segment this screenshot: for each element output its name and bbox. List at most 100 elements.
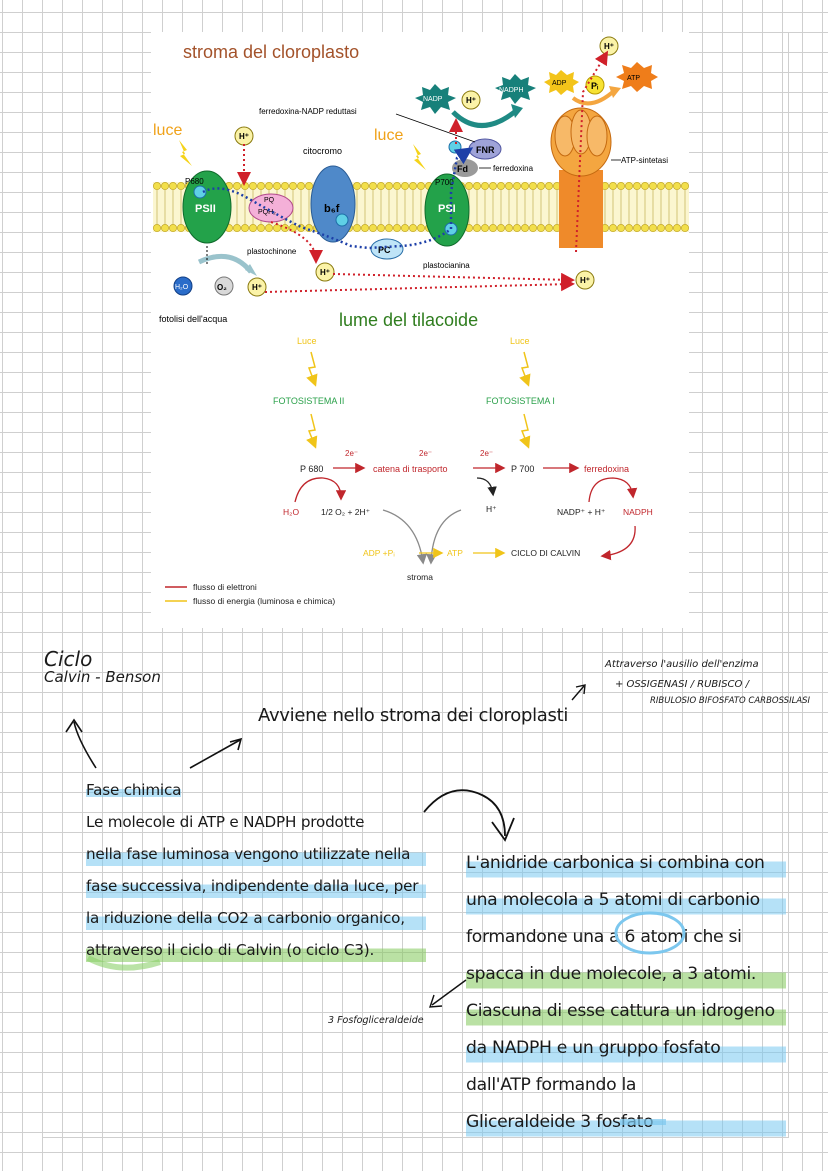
proton-icon xyxy=(599,36,619,56)
light-phase-diagram: stroma del cloroplasto lume del tilacoid… xyxy=(153,36,689,606)
lipid-head xyxy=(513,224,521,232)
title-line-1: Ciclo xyxy=(44,647,93,671)
ferredoxina-label: ferredoxina xyxy=(493,164,534,173)
lipid-head xyxy=(497,224,505,232)
lipid-head xyxy=(465,182,473,190)
lipid-head xyxy=(401,224,409,232)
lipid-head xyxy=(681,224,689,232)
nadp-reduction-arrow xyxy=(451,108,519,128)
lipid-head xyxy=(625,224,633,232)
note-title: Ciclo Calvin - Benson xyxy=(44,647,161,686)
b6f-label: b₆f xyxy=(324,203,340,215)
plastocianina-label: plastocianina xyxy=(423,261,470,270)
right-line: una molecola a 5 atomi di carbonio xyxy=(466,882,786,919)
scheme-adp-p: ADP +Pᵢ xyxy=(363,548,395,558)
lipid-head xyxy=(297,182,305,190)
lipid-head xyxy=(281,182,289,190)
lipid-head xyxy=(537,224,545,232)
lipid-head xyxy=(633,182,641,190)
plastochinone-label: plastochinone xyxy=(247,247,297,256)
lipid-head xyxy=(505,224,513,232)
adp-star xyxy=(544,70,579,95)
lipid-head xyxy=(353,224,361,232)
left-note-block: Fase chimica Le molecole di ATP e NADPH … xyxy=(86,774,426,966)
lipid-head xyxy=(529,224,537,232)
lipid-head xyxy=(241,224,249,232)
proton-icon xyxy=(575,270,595,290)
lipid-head xyxy=(169,182,177,190)
lipid-head xyxy=(257,182,265,190)
scheme-ferredoxina: ferredoxina xyxy=(584,464,629,474)
lipid-head xyxy=(649,224,657,232)
lipid-head xyxy=(673,224,681,232)
lipid-head xyxy=(489,182,497,190)
right-line: L'anidride carbonica si combina con xyxy=(466,845,786,882)
enzyme-line-2: + OSSIGENASI / RUBISCO / xyxy=(615,679,749,690)
fnr-enzyme-label: ferredoxina-NADP reduttasi xyxy=(259,107,357,116)
thylakoid-membrane xyxy=(153,182,689,232)
lipid-head xyxy=(305,182,313,190)
atp-label: ATP xyxy=(627,75,640,82)
left-line: la riduzione della CO2 a carbonio organi… xyxy=(86,902,426,934)
right-line: dall'ATP formando la xyxy=(466,1075,637,1095)
lipid-head xyxy=(609,224,617,232)
lipid-head xyxy=(513,182,521,190)
lipid-head xyxy=(385,182,393,190)
light-label-1: luce xyxy=(153,122,182,139)
scheme-h2o: H₂O xyxy=(283,507,299,517)
right-line: spacca in due molecole, a 3 atomi. xyxy=(466,956,786,993)
proton-icon xyxy=(461,90,481,110)
scheme-stroma: stroma xyxy=(407,572,433,582)
scheme-nadp-h: NADP⁺ + H⁺ xyxy=(557,507,606,517)
lipid-head xyxy=(537,182,545,190)
electron-icon xyxy=(335,213,349,227)
lipid-head xyxy=(497,182,505,190)
nadph-star xyxy=(495,74,536,104)
lipid-head xyxy=(473,182,481,190)
psii-label: PSII xyxy=(195,203,216,215)
scheme-half-o2: 1/2 O₂ + 2H⁺ xyxy=(321,507,371,517)
left-line: nella fase luminosa vengono utilizzate n… xyxy=(86,838,426,870)
hplus-label: H⁺ xyxy=(252,283,262,292)
nadp-label: NADP xyxy=(423,96,443,103)
scheme-2e-1: 2e⁻ xyxy=(345,449,358,458)
lipid-head xyxy=(233,224,241,232)
fnr-label: FNR xyxy=(476,145,495,155)
scheme-2e-2: 2e⁻ xyxy=(419,449,432,458)
lipid-head xyxy=(161,182,169,190)
legend-red: flusso di elettroni xyxy=(193,582,257,592)
lipid-head xyxy=(609,182,617,190)
avviene-note: Avviene nello stroma dei cloroplasti xyxy=(258,705,569,726)
photosynthesis-figure: stroma del cloroplasto lume del tilacoid… xyxy=(151,32,689,628)
fase-chimica-heading: Fase chimica xyxy=(86,781,182,799)
enzyme-line-3: RIBULOSIO BIFOSFATO CARBOSSILASI xyxy=(650,696,811,706)
o2-label: O₂ xyxy=(217,283,227,292)
scheme-calvin: CICLO DI CALVIN xyxy=(511,548,580,558)
lipid-head xyxy=(409,182,417,190)
lipid-head xyxy=(401,182,409,190)
lipid-head xyxy=(393,182,401,190)
arrow-to-enzyme xyxy=(571,685,585,701)
hplus-label: H⁺ xyxy=(466,96,476,105)
arrow-to-avviene xyxy=(189,739,241,769)
left-line: fase successiva, indipendente dalla luce… xyxy=(86,870,426,902)
electron-icon xyxy=(193,185,207,199)
lipid-head xyxy=(233,182,241,190)
lipid-head xyxy=(545,224,553,232)
pq-label: PQ xyxy=(264,197,275,204)
right-line: formandone una a 6 atomi che si xyxy=(466,927,742,947)
lipid-head xyxy=(361,182,369,190)
lumen-title: lume del tilacoide xyxy=(339,310,478,330)
lipid-head xyxy=(409,224,417,232)
arrow-to-fosfo xyxy=(431,979,467,1006)
lipid-head xyxy=(377,182,385,190)
lipid-head xyxy=(265,182,273,190)
lipid-head xyxy=(177,224,185,232)
lipid-head xyxy=(657,182,665,190)
lipid-head xyxy=(177,182,185,190)
lipid-head xyxy=(169,224,177,232)
lipid-head xyxy=(641,182,649,190)
lipid-head xyxy=(153,224,161,232)
lipid-head xyxy=(625,182,633,190)
pi-label: Pᵢ xyxy=(591,81,599,91)
